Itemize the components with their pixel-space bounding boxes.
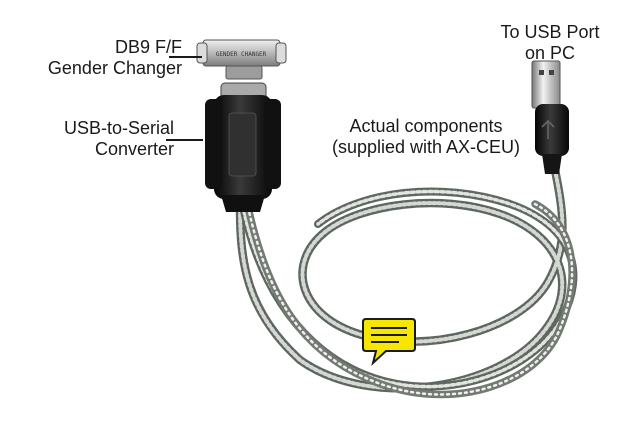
gender-changer-label-line1: DB9 F/F [114,37,182,57]
gender-changer-label-line2: Gender Changer [47,58,182,78]
components-label: Actual components (supplied with AX-CEU) [266,116,586,158]
svg-text:GENDER CHANGER: GENDER CHANGER [216,51,267,58]
converter-label-line1: USB-to-Serial [63,118,174,138]
components-label-line1: Actual components [349,116,503,136]
converter-label: USB-to-Serial Converter [14,118,174,160]
gender-changer-label: DB9 F/F Gender Changer [20,37,182,79]
speech-bubble-comment-icon[interactable] [361,314,417,368]
usb-serial-cable [235,165,578,399]
usb-port-label-line2: on PC [524,43,576,63]
components-label-line2: (supplied with AX-CEU) [331,137,521,157]
usb-port-label-line1: To USB Port [500,22,600,42]
gender-changer-adapter: GENDER CHANGER [196,39,287,80]
label-leader-lines [166,56,203,141]
usb-to-serial-converter [205,82,281,212]
converter-label-line2: Converter [94,139,174,159]
usb-plug [531,60,569,174]
usb-port-label: To USB Port on PC [486,22,614,64]
